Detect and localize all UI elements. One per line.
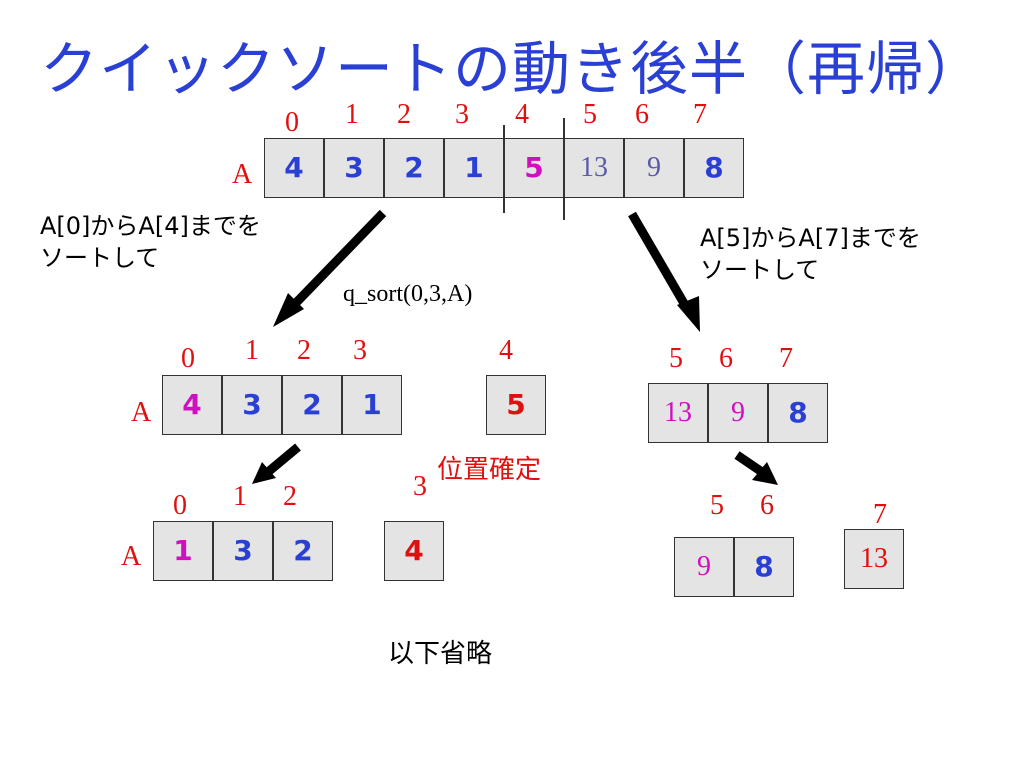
- fixed-cell: 5: [486, 375, 546, 435]
- array-cell: 9: [708, 383, 768, 443]
- array-cell: 1: [444, 138, 504, 198]
- call-label: q_sort(0,3,A): [343, 281, 473, 307]
- array-cell: 3: [222, 375, 282, 435]
- index-label: 2: [397, 99, 411, 130]
- arrowhead-right-mid: [752, 462, 778, 485]
- index-label: 0: [181, 343, 195, 374]
- index-label: 6: [635, 99, 649, 130]
- arrowhead-left-top: [273, 293, 304, 327]
- arrow-left-top: [288, 209, 387, 311]
- index-label: 2: [297, 335, 311, 366]
- index-label: 4: [499, 335, 513, 366]
- array-cell: 1: [342, 375, 402, 435]
- arrowhead-right-top: [677, 296, 700, 332]
- index-label: 7: [779, 343, 793, 374]
- array-cell: 2: [273, 521, 333, 581]
- index-label: 5: [583, 99, 597, 130]
- page-title: クイックソートの動き後半（再帰）: [39, 35, 984, 103]
- array-cell: 4: [264, 138, 324, 198]
- array-cell: 13: [564, 138, 624, 198]
- array-cell: 9: [674, 537, 734, 597]
- arrow-left-mid: [265, 443, 301, 476]
- pivot-cell: 4: [162, 375, 222, 435]
- array-cell: 8: [684, 138, 744, 198]
- partition-line: [503, 125, 505, 213]
- array-cell: 9: [624, 138, 684, 198]
- fixed-cell: 13: [844, 529, 904, 589]
- array-cell: 2: [282, 375, 342, 435]
- index-label: 5: [710, 490, 724, 521]
- index-label: 4: [515, 99, 529, 130]
- index-label: 1: [345, 99, 359, 130]
- footer-note: 以下省略: [388, 639, 493, 669]
- index-label: 3: [413, 471, 427, 502]
- array-label: A: [131, 397, 152, 428]
- fixed-label: 位置確定: [437, 455, 542, 485]
- array-cell: 3: [324, 138, 384, 198]
- index-label: 6: [760, 490, 774, 521]
- fixed-cell: 4: [384, 521, 444, 581]
- partition-line: [563, 118, 565, 220]
- array-cell: 13: [648, 383, 708, 443]
- array-cell: 2: [384, 138, 444, 198]
- right-note: A[5]からA[7]までを ソートして: [700, 224, 921, 284]
- array-cell: 8: [768, 383, 828, 443]
- index-label: 3: [353, 335, 367, 366]
- arrow-right-mid: [734, 451, 765, 476]
- index-label: 0: [173, 490, 187, 521]
- index-label: 2: [283, 481, 297, 512]
- pivot-cell: 5: [504, 138, 564, 198]
- left-note: A[0]からA[4]までを ソートして: [40, 212, 261, 272]
- arrow-right-top: [628, 211, 693, 315]
- index-label: 7: [693, 99, 707, 130]
- index-label: 5: [669, 343, 683, 374]
- array-label: A: [121, 541, 142, 572]
- arrowhead-left-mid: [252, 462, 276, 484]
- array-label: A: [232, 159, 253, 190]
- index-label: 3: [455, 99, 469, 130]
- array-cell: 3: [213, 521, 273, 581]
- index-label: 1: [233, 481, 247, 512]
- array-cell: 8: [734, 537, 794, 597]
- pivot-cell: 1: [153, 521, 213, 581]
- index-label: 6: [719, 343, 733, 374]
- index-label: 7: [873, 499, 887, 530]
- index-label: 0: [285, 107, 299, 138]
- index-label: 1: [245, 335, 259, 366]
